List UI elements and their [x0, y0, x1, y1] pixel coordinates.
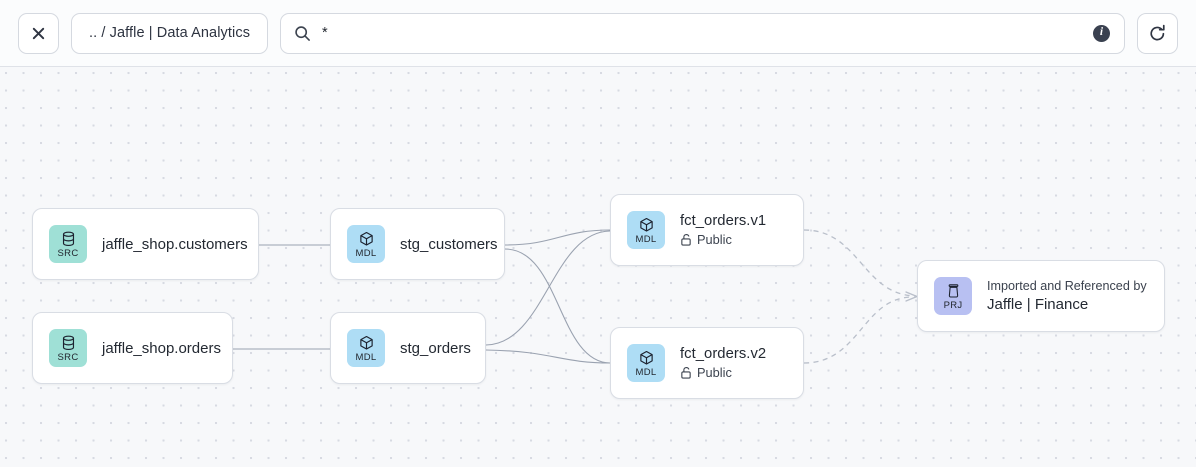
- edge: [504, 229, 611, 246]
- node-title: fct_orders.v1: [680, 213, 767, 229]
- badge-label: MDL: [355, 247, 377, 259]
- toolbar: .. / Jaffle | Data Analytics i: [0, 0, 1196, 67]
- node-stg-customers[interactable]: MDL stg_customers: [330, 208, 505, 280]
- graph-edges: [232, 229, 918, 364]
- database-icon: [61, 335, 76, 351]
- close-icon: [32, 27, 45, 39]
- badge-label: SRC: [57, 351, 79, 363]
- badge-src: SRC: [49, 329, 87, 367]
- node-src-customers[interactable]: SRC jaffle_shop.customers: [32, 208, 259, 280]
- unlock-icon: [681, 233, 691, 246]
- cube-icon: [639, 217, 654, 233]
- graph-canvas[interactable]: SRC jaffle_shop.customers SRC jaffle_sh: [0, 67, 1196, 467]
- refresh-icon: [1150, 24, 1165, 40]
- node-text: jaffle_shop.orders: [102, 339, 221, 357]
- project-icon: [946, 283, 961, 299]
- node-text: jaffle_shop.customers: [102, 235, 248, 253]
- cube-icon: [359, 335, 374, 351]
- badge-label: MDL: [635, 366, 657, 378]
- breadcrumb: .. / Jaffle | Data Analytics: [89, 25, 251, 41]
- info-icon[interactable]: i: [1093, 24, 1110, 42]
- cube-icon: [639, 350, 654, 366]
- database-icon: [61, 231, 76, 247]
- node-project-jaffle-finance[interactable]: PRJ Imported and Referenced by Jaffle | …: [917, 260, 1165, 332]
- node-fct-orders-v1[interactable]: MDL fct_orders.v1 Public: [610, 194, 804, 266]
- badge-mdl: MDL: [347, 225, 385, 263]
- edge: [504, 248, 611, 364]
- node-text: stg_customers: [400, 235, 498, 253]
- arrowhead-icon: [905, 291, 918, 302]
- node-visibility-label: Public: [697, 232, 732, 247]
- node-text: Imported and Referenced by Jaffle | Fina…: [987, 279, 1147, 313]
- edge-dashed: [803, 229, 917, 297]
- node-relationship-label: Imported and Referenced by: [987, 279, 1147, 293]
- refresh-button[interactable]: [1137, 12, 1178, 54]
- node-title: stg_orders: [400, 339, 471, 357]
- search-box[interactable]: i: [280, 12, 1125, 54]
- node-title: fct_orders.v2: [680, 346, 767, 362]
- node-visibility: Public: [680, 232, 766, 247]
- node-title: Jaffle | Finance: [987, 296, 1089, 313]
- node-src-orders[interactable]: SRC jaffle_shop.orders: [32, 312, 233, 384]
- edge: [485, 349, 611, 364]
- badge-label: MDL: [635, 233, 657, 245]
- node-visibility-label: Public: [697, 365, 732, 380]
- badge-label: SRC: [57, 247, 79, 259]
- badge-mdl: MDL: [627, 344, 665, 382]
- cube-icon: [359, 231, 374, 247]
- edge: [485, 230, 611, 346]
- node-text: stg_orders: [400, 339, 471, 357]
- node-stg-orders[interactable]: MDL stg_orders: [330, 312, 486, 384]
- badge-src: SRC: [49, 225, 87, 263]
- close-button[interactable]: [18, 12, 59, 54]
- breadcrumb-button[interactable]: .. / Jaffle | Data Analytics: [71, 12, 269, 54]
- badge-label: MDL: [355, 351, 377, 363]
- node-title: jaffle_shop.orders: [102, 339, 221, 357]
- search-icon: [295, 25, 310, 41]
- edge-dashed: [803, 296, 913, 364]
- badge-mdl: MDL: [627, 211, 665, 249]
- node-title: stg_customers: [400, 235, 498, 253]
- node-text: fct_orders.v2 Public: [680, 346, 766, 380]
- node-fct-orders-v2[interactable]: MDL fct_orders.v2 Public: [610, 327, 804, 399]
- node-text: fct_orders.v1 Public: [680, 213, 766, 247]
- node-title: jaffle_shop.customers: [102, 235, 248, 253]
- search-input[interactable]: [322, 13, 1082, 53]
- unlock-icon: [681, 366, 691, 379]
- badge-label: PRJ: [943, 299, 963, 311]
- badge-mdl: MDL: [347, 329, 385, 367]
- badge-prj: PRJ: [934, 277, 972, 315]
- node-visibility: Public: [680, 365, 766, 380]
